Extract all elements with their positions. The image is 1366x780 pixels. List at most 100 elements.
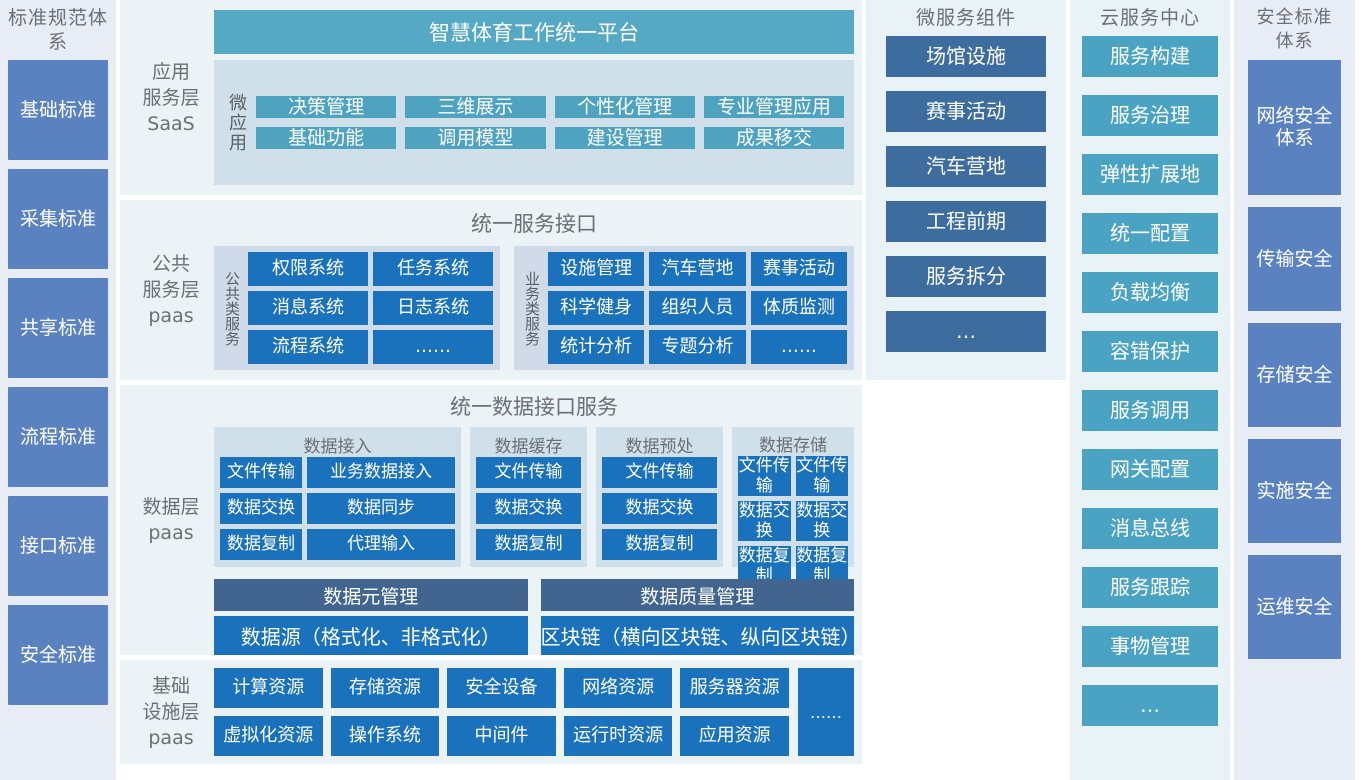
data-item-0-1[interactable]: 业务数据接入 (307, 457, 455, 488)
standard-item-5[interactable]: 安全标准 (8, 605, 108, 705)
micro-app-5[interactable]: 调用模型 (405, 127, 546, 150)
cloud-item-10[interactable]: 事物管理 (1082, 626, 1218, 667)
data-bars: 数据元管理数据源（格式化、非格式化） 数据质量管理区块链（横向区块链、纵向区块链） (214, 579, 861, 655)
microservice-item-1[interactable]: 赛事活动 (886, 91, 1046, 132)
security-item-4[interactable]: 运维安全 (1248, 555, 1341, 659)
microservice-item-4[interactable]: 服务拆分 (886, 256, 1046, 297)
micro-app-0[interactable]: 决策管理 (256, 95, 397, 118)
data-item-3-3[interactable]: 数据交换 (795, 501, 848, 542)
security-item-0[interactable]: 网络安全体系 (1248, 60, 1341, 195)
infra-item-6[interactable]: 操作系统 (330, 716, 440, 756)
business-service-5[interactable]: 体质监测 (750, 291, 847, 325)
cloud-item-4[interactable]: 负载均衡 (1082, 272, 1218, 313)
data-group-3: 数据存储文件传输文件传输数据交换数据交换数据复制数据复制 (732, 427, 854, 587)
cloud-item-3[interactable]: 统一配置 (1082, 213, 1218, 254)
data-item-1-2[interactable]: 数据复制 (476, 529, 581, 560)
public-service-3[interactable]: 日志系统 (373, 291, 493, 325)
public-service-0[interactable]: 权限系统 (248, 252, 368, 286)
public-service-layer: 公共 服务层 paas 统一服务接口 公共类服务 权限系统任务系统消息系统日志系… (120, 200, 862, 380)
microservice-item-3[interactable]: 工程前期 (886, 201, 1046, 242)
micro-app-1[interactable]: 三维展示 (405, 95, 546, 118)
unified-platform-banner[interactable]: 智慧体育工作统一平台 (214, 10, 854, 54)
business-service-6[interactable]: 统计分析 (548, 330, 645, 364)
data-layer-body: 统一数据接口服务 数据接入文件传输业务数据接入数据交换数据同步数据复制代理输入数… (214, 391, 861, 655)
data-item-1-1[interactable]: 数据交换 (476, 493, 581, 524)
data-item-2-0[interactable]: 文件传输 (602, 457, 717, 488)
data-bar-bottom-0[interactable]: 数据源（格式化、非格式化） (214, 616, 528, 655)
business-service-3[interactable]: 科学健身 (548, 291, 645, 325)
infra-item-5[interactable]: 虚拟化资源 (214, 716, 323, 756)
micro-app-7[interactable]: 成果移交 (703, 127, 844, 150)
micro-app-3[interactable]: 专业管理应用 (703, 95, 844, 118)
business-service-2[interactable]: 赛事活动 (750, 252, 847, 286)
infrastructure-body: 计算资源存储资源安全设备网络资源服务器资源虚拟化资源操作系统中间件运行时资源应用… (214, 668, 854, 756)
infra-item-2[interactable]: 安全设备 (447, 668, 556, 708)
cloud-item-11[interactable]: … (1082, 685, 1218, 726)
data-item-3-1[interactable]: 文件传输 (795, 456, 848, 497)
data-bar-top-1[interactable]: 数据质量管理 (540, 579, 854, 611)
service-layer-label: 公共 服务层 paas (128, 251, 214, 329)
business-service-8[interactable]: …… (750, 330, 847, 364)
cloud-column-title: 云服务中心 (1099, 7, 1200, 29)
cloud-item-0[interactable]: 服务构建 (1082, 36, 1218, 77)
business-service-1[interactable]: 汽车营地 (649, 252, 746, 286)
security-item-3[interactable]: 实施安全 (1248, 439, 1341, 543)
data-item-0-4[interactable]: 数据复制 (220, 529, 302, 560)
cloud-item-8[interactable]: 消息总线 (1082, 508, 1218, 549)
micro-app-2[interactable]: 个性化管理 (554, 95, 695, 118)
standard-item-1[interactable]: 采集标准 (8, 169, 108, 269)
infra-item-3[interactable]: 网络资源 (563, 668, 673, 708)
infra-item-0[interactable]: 计算资源 (214, 668, 323, 708)
data-item-1-0[interactable]: 文件传输 (476, 457, 581, 488)
data-item-0-2[interactable]: 数据交换 (220, 493, 302, 524)
cloud-item-5[interactable]: 容错保护 (1082, 331, 1218, 372)
micro-app-6[interactable]: 建设管理 (554, 127, 695, 150)
service-groups: 公共类服务 权限系统任务系统消息系统日志系统流程系统…… 业务类服务 设施管理汽… (214, 246, 854, 374)
business-service-0[interactable]: 设施管理 (548, 252, 645, 286)
microservice-item-0[interactable]: 场馆设施 (886, 36, 1046, 77)
data-bar-bottom-1[interactable]: 区块链（横向区块链、纵向区块链） (540, 616, 861, 655)
public-service-5[interactable]: …… (373, 330, 493, 364)
data-bar-top-0[interactable]: 数据元管理 (214, 579, 528, 611)
cloud-item-2[interactable]: 弹性扩展地 (1082, 154, 1218, 195)
infra-item-4[interactable]: 服务器资源 (680, 668, 789, 708)
application-service-layer: 应用 服务层 SaaS 智慧体育工作统一平台 微应用 决策管理三维展示个性化管理… (120, 0, 862, 195)
infra-item-8[interactable]: 运行时资源 (563, 716, 673, 756)
unified-data-interface-title: 统一数据接口服务 (450, 395, 618, 419)
data-group-grid-1: 文件传输数据交换数据复制 (476, 457, 581, 560)
business-service-7[interactable]: 专题分析 (649, 330, 746, 364)
svc-label-line-2: 服务层 (142, 279, 200, 301)
security-item-1[interactable]: 传输安全 (1248, 207, 1341, 311)
cloud-item-7[interactable]: 网关配置 (1082, 449, 1218, 490)
cloud-item-9[interactable]: 服务跟踪 (1082, 567, 1218, 608)
cloud-item-6[interactable]: 服务调用 (1082, 390, 1218, 431)
public-service-4[interactable]: 流程系统 (248, 330, 368, 364)
public-service-2[interactable]: 消息系统 (248, 291, 368, 325)
data-item-0-5[interactable]: 代理输入 (307, 529, 455, 560)
infra-label-line-2: 设施层 (142, 701, 200, 723)
standard-item-0[interactable]: 基础标准 (8, 60, 108, 160)
microservice-item-5[interactable]: … (886, 311, 1046, 352)
business-service-4[interactable]: 组织人员 (649, 291, 746, 325)
infra-item-9[interactable]: 应用资源 (680, 716, 789, 756)
infrastructure-more-box[interactable]: …… (798, 668, 854, 756)
microservice-item-2[interactable]: 汽车营地 (886, 146, 1046, 187)
infra-item-7[interactable]: 中间件 (447, 716, 556, 756)
public-service-1[interactable]: 任务系统 (373, 252, 493, 286)
data-item-2-2[interactable]: 数据复制 (602, 529, 717, 560)
data-layer-label: 数据层 paas (128, 494, 214, 546)
infra-item-1[interactable]: 存储资源 (330, 668, 440, 708)
micro-app-4[interactable]: 基础功能 (256, 127, 397, 150)
standard-item-4[interactable]: 接口标准 (8, 496, 108, 596)
standard-item-2[interactable]: 共享标准 (8, 278, 108, 378)
data-item-0-0[interactable]: 文件传输 (220, 457, 302, 488)
service-layer-body: 统一服务接口 公共类服务 权限系统任务系统消息系统日志系统流程系统…… 业务类服… (214, 206, 854, 374)
security-item-2[interactable]: 存储安全 (1248, 323, 1341, 427)
data-item-0-3[interactable]: 数据同步 (307, 493, 455, 524)
data-item-3-2[interactable]: 数据交换 (738, 501, 791, 542)
standard-item-3[interactable]: 流程标准 (8, 387, 108, 487)
data-item-2-1[interactable]: 数据交换 (602, 493, 717, 524)
data-item-3-0[interactable]: 文件传输 (738, 456, 791, 497)
cloud-item-1[interactable]: 服务治理 (1082, 95, 1218, 136)
security-item-list: 网络安全体系传输安全存储安全实施安全运维安全 (1248, 60, 1341, 671)
